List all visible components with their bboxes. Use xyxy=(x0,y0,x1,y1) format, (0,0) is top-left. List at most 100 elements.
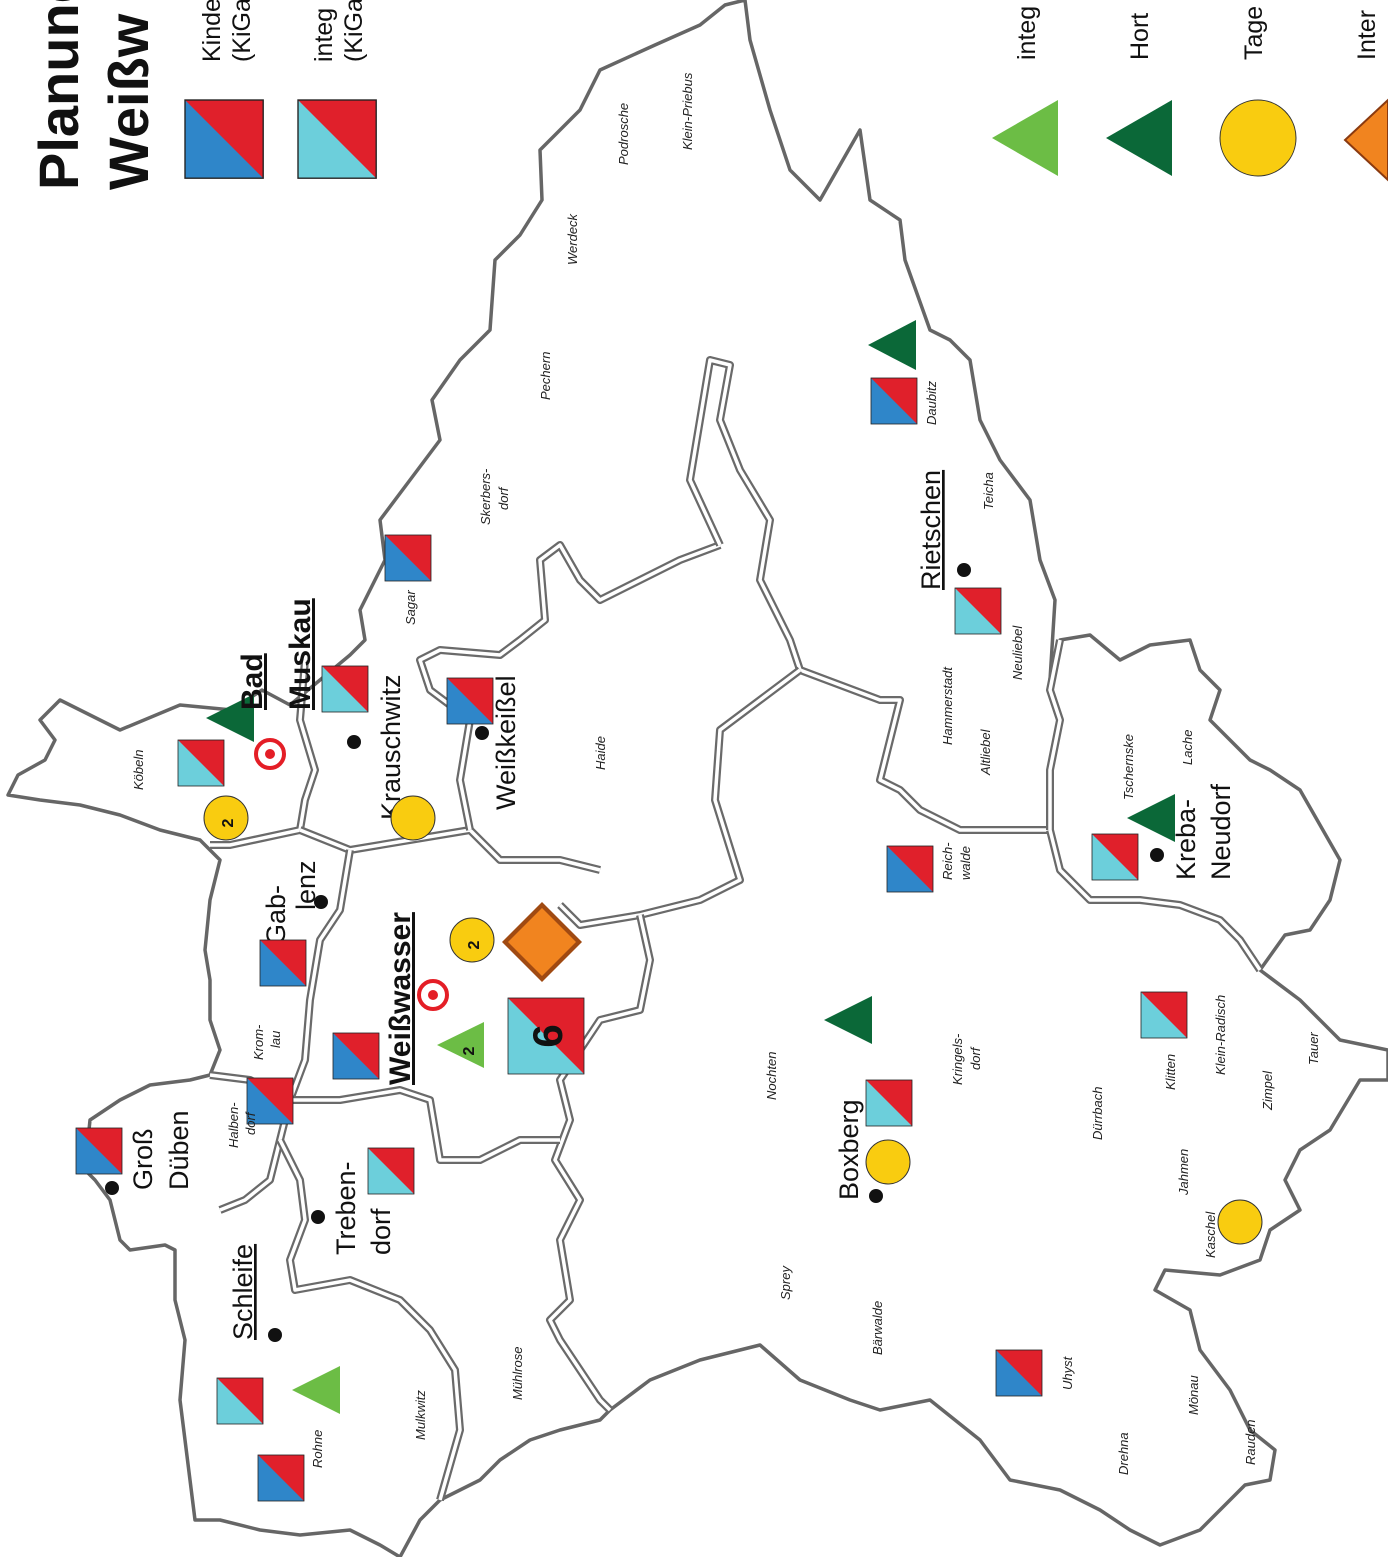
integ-kita-icon xyxy=(954,587,1002,635)
village-uhyst: Uhyst xyxy=(1060,1355,1075,1390)
town-weisskeissel: Weißkeißel xyxy=(491,675,521,810)
village-kringels: Kringels- xyxy=(950,1033,965,1085)
kita-icon xyxy=(257,1454,305,1502)
village-klitten: Klitten xyxy=(1163,1054,1178,1090)
town-dueben: Düben xyxy=(164,1110,194,1190)
internat-icon xyxy=(502,902,582,982)
town-schleife: Schleife xyxy=(228,1244,258,1340)
legend-tagespflege-icon xyxy=(1219,99,1297,177)
target-icon xyxy=(254,738,286,770)
village-sagar: Sagar xyxy=(403,590,418,625)
integ-kita-icon xyxy=(1140,991,1188,1039)
tagespflege-icon xyxy=(865,1139,911,1185)
town-dorf: dorf xyxy=(366,1208,396,1255)
town-rietschen: Rietschen xyxy=(916,470,946,590)
village-sprey: Sprey xyxy=(778,1265,793,1300)
village-tschernske: Tschernske xyxy=(1121,734,1136,800)
legend-inter-label: Inter xyxy=(1353,10,1381,60)
integ-hort-icon xyxy=(292,1366,340,1414)
legend-hort-label: Hort xyxy=(1126,13,1154,60)
integ-hort-count: 2 xyxy=(461,1046,478,1055)
hort-icon xyxy=(824,996,872,1044)
integ-kita-icon xyxy=(367,1147,415,1195)
kita-icon xyxy=(446,677,494,725)
village-lache: Lache xyxy=(1180,730,1195,765)
village-moenau: Mönau xyxy=(1186,1375,1201,1415)
legend-kita-label-1: Kinde xyxy=(198,0,226,62)
town-gab: Gab- xyxy=(261,885,291,945)
integ-kita-count: 6 xyxy=(524,1024,571,1047)
village-walde: walde xyxy=(958,846,973,880)
town-krauschwitz: Krauschwitz xyxy=(376,674,406,820)
village-halben-dorf: dorf xyxy=(243,1111,258,1135)
title-line-2: Weißw xyxy=(97,13,160,190)
town-weisswasser: Weißwasser xyxy=(384,912,417,1085)
legend-integ-hort-label: integ xyxy=(1013,6,1041,60)
village-nochten: Nochten xyxy=(764,1052,779,1100)
tagespflege-icon xyxy=(1217,1199,1263,1245)
village-kaschel: Kaschel xyxy=(1203,1211,1218,1258)
village-skerbers-dorf: dorf xyxy=(496,486,511,510)
town-neudorf: Neudorf xyxy=(1206,783,1236,880)
village-klein-radisch: Klein-Radisch xyxy=(1213,995,1228,1075)
village-daubitz: Daubitz xyxy=(924,380,939,425)
village-hammerstadt: Hammerstadt xyxy=(940,666,955,745)
town-muskau: Muskau xyxy=(284,598,317,710)
village-koebeln: Köbeln xyxy=(131,750,146,790)
village-rauden: Rauden xyxy=(1243,1419,1258,1465)
village-krom: Krom- xyxy=(251,1024,266,1060)
municipal-boundaries xyxy=(209,356,1264,1502)
legend-integ-label-1: integ xyxy=(310,8,338,62)
kita-icon xyxy=(259,939,307,987)
village-podrosche: Podrosche xyxy=(616,103,631,165)
village-reich: Reich- xyxy=(940,842,955,880)
village-pechern: Pechern xyxy=(538,352,553,400)
village-jahmen: Jahmen xyxy=(1176,1149,1191,1196)
district-outline xyxy=(6,0,1388,1557)
village-duerrbach: Dürrbach xyxy=(1090,1087,1105,1140)
town-center-icon xyxy=(105,1181,119,1195)
east-area: Daubitz Teicha Rietschen Neuliebel Hamme… xyxy=(868,320,1236,893)
town-treben: Treben- xyxy=(331,1161,361,1255)
kita-icon xyxy=(384,534,432,582)
legend-tages-label: Tage xyxy=(1240,6,1268,60)
legend: Kinde (KiGa integ (KiGa integ Hort Tage … xyxy=(184,0,1388,182)
town-gross: Groß xyxy=(128,1128,158,1190)
town-center-icon xyxy=(311,1210,325,1224)
west-area: Groß Düben Halben- dorf Treben- dorf Sch… xyxy=(75,1102,525,1502)
village-drehna: Drehna xyxy=(1116,1432,1131,1475)
town-center-icon xyxy=(957,563,971,577)
village-teicha: Teicha xyxy=(981,472,996,510)
village-klein-priebus: Klein-Priebus xyxy=(680,72,695,150)
target-icon xyxy=(417,979,449,1011)
town-bad: Bad xyxy=(236,653,269,710)
hort-icon xyxy=(206,694,254,742)
legend-integ-hort-icon xyxy=(992,100,1058,176)
town-center-icon xyxy=(1150,848,1164,862)
hort-icon xyxy=(868,320,916,370)
kita-icon xyxy=(995,1349,1043,1397)
integ-kita-icon xyxy=(1091,833,1139,881)
village-tauer: Tauer xyxy=(1306,1032,1321,1065)
tagespflege-count: 2 xyxy=(466,940,483,949)
village-skerbers: Skerbers- xyxy=(478,468,493,525)
town-kreba: Kreba- xyxy=(1171,799,1201,880)
village-werdeck: Werdeck xyxy=(565,212,580,265)
town-boxberg: Boxberg xyxy=(834,1099,864,1200)
village-haide: Haide xyxy=(593,736,608,770)
kita-icon xyxy=(886,845,934,893)
village-halben: Halben- xyxy=(226,1102,241,1148)
bad-muskau-area: Köbeln 2 Bad Muskau Krauschwitz Sagar We… xyxy=(131,534,521,841)
village-neuliebel: Neuliebel xyxy=(1010,625,1025,680)
weisswasser-area: Gab- lenz Krom- lau Weißwasser 2 2 6 xyxy=(246,860,585,1125)
legend-integ-label-2: (KiGa xyxy=(340,0,368,62)
town-center-icon xyxy=(869,1189,883,1203)
tagespflege-icon xyxy=(449,917,495,963)
town-center-icon xyxy=(268,1328,282,1342)
hort-icon xyxy=(1127,794,1175,842)
integ-kita-icon xyxy=(507,997,585,1075)
legend-kita-label-2: (KiGa xyxy=(228,0,256,62)
village-lau: lau xyxy=(268,1031,283,1048)
legend-internat-icon xyxy=(1343,98,1388,182)
